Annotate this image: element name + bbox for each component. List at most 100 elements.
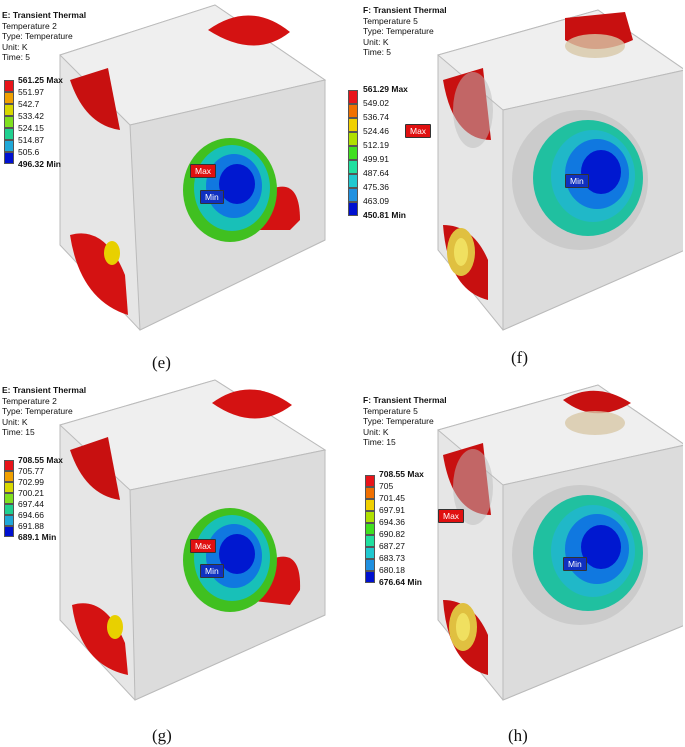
- legend-swatch: [348, 202, 358, 216]
- panel-f: F: Transient Thermal Temperature 5 Type:…: [343, 0, 683, 370]
- legend-value: 701.45: [379, 493, 405, 503]
- result-header: E: Transient Thermal Temperature 2 Type:…: [2, 10, 86, 63]
- legend-value: 514.87: [18, 135, 44, 145]
- legend-swatch: [4, 460, 14, 471]
- corner-sphere-bottom-left: [72, 603, 128, 675]
- header-line: Type: Temperature: [2, 406, 73, 416]
- result-header: F: Transient Thermal Temperature 5 Type:…: [363, 395, 447, 448]
- legend-swatch: [348, 104, 358, 118]
- legend-value: 694.66: [18, 510, 44, 520]
- legend-swatch: [4, 92, 14, 104]
- legend-value: 551.97: [18, 87, 44, 97]
- legend-value: 450.81 Min: [363, 210, 406, 220]
- legend-swatch: [348, 188, 358, 202]
- legend-swatch: [4, 515, 14, 526]
- legend-value: 463.09: [363, 196, 389, 206]
- legend-value: 680.18: [379, 565, 405, 575]
- legend-value: 689.1 Min: [18, 532, 57, 542]
- legend-value: 561.29 Max: [363, 84, 408, 94]
- min-probe-label: Min: [563, 557, 587, 571]
- legend-value: 542.7: [18, 99, 40, 109]
- legend-value: 687.27: [379, 541, 405, 551]
- corner-sphere-top: [563, 390, 631, 414]
- header-line: Unit: K: [2, 41, 28, 52]
- legend-value: 487.64: [363, 168, 389, 178]
- legend-value: 561.25 Max: [18, 75, 63, 85]
- legend-swatch: [348, 146, 358, 160]
- legend-swatch: [4, 152, 14, 164]
- header-line: Type: Temperature: [363, 416, 434, 426]
- max-probe-label: Max: [438, 509, 465, 523]
- header-line: Temperature 2: [2, 395, 57, 406]
- min-probe-label: Min: [565, 174, 589, 188]
- panel-caption: (h): [508, 726, 528, 745]
- max-probe-label: Max: [190, 164, 217, 178]
- legend-swatch: [348, 160, 358, 174]
- max-probe-label: Max: [405, 124, 432, 138]
- result-header: E: Transient Thermal Temperature 2 Type:…: [2, 385, 86, 438]
- legend-swatch: [365, 559, 375, 571]
- header-line: F: Transient Thermal: [363, 395, 447, 405]
- legend-value: 708.55 Max: [18, 455, 63, 465]
- legend-value: 694.36: [379, 517, 405, 527]
- legend-value: 536.74: [363, 112, 389, 122]
- model-view-f: [436, 9, 683, 331]
- legend-swatch: [365, 535, 375, 547]
- header-line: Time: 15: [363, 437, 396, 447]
- legend-swatch: [4, 504, 14, 515]
- legend-swatch: [365, 511, 375, 523]
- model-view-e: [59, 4, 327, 331]
- legend-swatch: [365, 475, 375, 487]
- legend-swatch: [4, 140, 14, 152]
- legend-value: 705: [379, 481, 394, 491]
- header-line: Type: Temperature: [2, 31, 73, 41]
- header-line: Temperature 5: [363, 15, 418, 26]
- legend-swatch: [4, 80, 14, 92]
- legend-swatch: [365, 487, 375, 499]
- header-line: Unit: K: [363, 426, 389, 437]
- header-line: Temperature 2: [2, 20, 57, 31]
- legend-value: 512.19: [363, 140, 389, 150]
- panel-h: F: Transient Thermal Temperature 5 Type:…: [343, 375, 683, 745]
- legend-swatch: [4, 471, 14, 482]
- header-line: Unit: K: [2, 416, 28, 427]
- legend-swatch: [4, 128, 14, 140]
- legend-value: 499.91: [363, 154, 389, 164]
- legend-swatch: [365, 523, 375, 535]
- result-header: F: Transient Thermal Temperature 5 Type:…: [363, 5, 447, 58]
- model-view-h: [436, 384, 683, 701]
- header-line: Time: 15: [2, 427, 35, 437]
- legend-swatch: [365, 547, 375, 559]
- header-line: Unit: K: [363, 36, 389, 47]
- panel-caption: (f): [511, 348, 528, 367]
- header-line: Time: 5: [2, 52, 31, 62]
- legend-value: 708.55 Max: [379, 469, 424, 479]
- corner-sphere-top: [208, 15, 290, 46]
- panel-caption: (g): [152, 726, 172, 745]
- legend-value: 475.36: [363, 182, 389, 192]
- legend-swatch: [4, 526, 14, 537]
- panel-g: E: Transient Thermal Temperature 2 Type:…: [0, 375, 340, 745]
- legend-value: 683.73: [379, 553, 405, 563]
- header-line: E: Transient Thermal: [2, 385, 87, 395]
- header-line: E: Transient Thermal: [2, 10, 87, 20]
- legend-swatch: [4, 116, 14, 128]
- min-probe-label: Min: [200, 190, 224, 204]
- corner-sphere-left: [70, 68, 120, 130]
- min-probe-label: Min: [200, 564, 224, 578]
- legend-swatch: [348, 174, 358, 188]
- header-line: Time: 5: [363, 47, 392, 57]
- corner-sphere-left: [70, 437, 120, 500]
- legend-value: 697.91: [379, 505, 405, 515]
- legend-value: 697.44: [18, 499, 44, 509]
- model-view-g: [59, 379, 327, 701]
- legend-swatch: [4, 482, 14, 493]
- legend-value: 524.15: [18, 123, 44, 133]
- legend-value: 505.6: [18, 147, 40, 157]
- max-probe-label: Max: [190, 539, 217, 553]
- legend-swatch: [365, 499, 375, 511]
- legend-value: 533.42: [18, 111, 44, 121]
- legend-swatch: [348, 132, 358, 146]
- legend-value: 524.46: [363, 126, 389, 136]
- legend-value: 691.88: [18, 521, 44, 531]
